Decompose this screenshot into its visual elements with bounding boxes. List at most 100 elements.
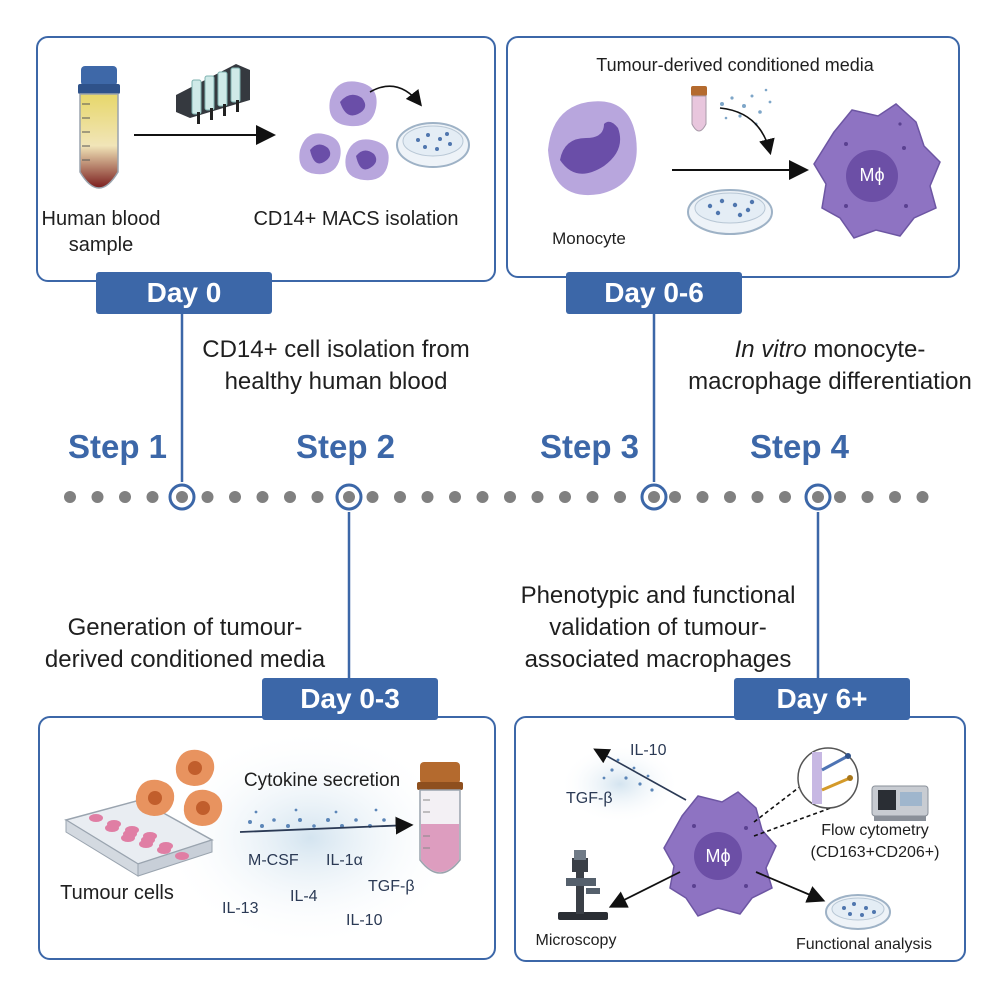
- cytokine-secretion-label: Cytokine secretion: [243, 770, 401, 791]
- day-badge-step3: Day 0-6: [566, 272, 742, 314]
- petri-dish-icon-3: [825, 894, 891, 930]
- step-label-4: Step 4: [750, 428, 850, 465]
- timeline-dot: [421, 491, 434, 503]
- cytokine-il10: IL-10: [346, 912, 383, 929]
- cytokine-il1a: IL-1α: [326, 852, 363, 869]
- flow-cytometer-icon: [871, 785, 929, 821]
- tumour-cells-label: Tumour cells: [60, 882, 174, 904]
- well: [89, 814, 103, 822]
- monocyte-cells-icon: [299, 81, 389, 181]
- signal-particles: [602, 758, 654, 792]
- timeline-dot: [449, 491, 461, 503]
- step4-description-line1: Phenotypic and functional: [520, 582, 796, 609]
- functional-analysis-label: Functional analysis: [795, 936, 933, 953]
- flow-cytometry-label: Flow cytometry (CD163+CD206+): [790, 820, 960, 864]
- timeline-dot: [146, 491, 159, 503]
- step3-description: In vitro monocyte- macrophage differenti…: [670, 334, 990, 398]
- timeline-dot: [64, 491, 76, 503]
- macrophage-label-2: Mϕ: [705, 846, 731, 866]
- step-label-3: Step 3: [540, 428, 640, 465]
- timeline-dot: [779, 491, 791, 503]
- well: [105, 824, 119, 832]
- timeline-dot: [394, 491, 406, 503]
- cytokine-il13: IL-13: [222, 900, 259, 917]
- timeline-dot: [119, 491, 131, 503]
- timeline-dot: [284, 491, 296, 503]
- conditioned-media-title: Tumour-derived conditioned media: [596, 55, 874, 75]
- step3-description-italic: In vitro: [734, 336, 807, 363]
- cytokine-tgfb: TGF-β: [368, 878, 415, 895]
- step4-description-line2: validation of tumour-: [549, 614, 767, 641]
- step-label-2: Step 2: [296, 428, 396, 465]
- blood-tube-icon: [78, 66, 120, 189]
- step1-description-line1: CD14+ cell isolation from: [202, 336, 470, 363]
- timeline-dot: [256, 491, 269, 503]
- arrow-cytokine-release: [593, 748, 687, 801]
- cytokine-haze: [160, 728, 460, 948]
- well: [139, 840, 153, 848]
- curved-arrow-to-dish: [369, 85, 422, 107]
- macrophage-label: Mϕ: [859, 165, 885, 185]
- microscope-icon: [558, 850, 608, 920]
- signal-il10-label: IL-10: [630, 742, 667, 759]
- media-tube-icon: [691, 86, 707, 132]
- petri-dish-icon: [396, 122, 470, 168]
- step2-description: Generation of tumour- derived conditione…: [30, 612, 340, 676]
- arrow-to-microscopy: [608, 871, 681, 908]
- conditioned-media-tube-icon: [417, 762, 463, 874]
- step1-description: CD14+ cell isolation from healthy human …: [186, 334, 486, 398]
- timeline-dot: [504, 491, 516, 503]
- timeline-dots: [64, 491, 929, 503]
- blood-sample-label-line1: Human blood: [41, 208, 161, 230]
- timeline-dot: [201, 491, 214, 503]
- well: [157, 846, 171, 854]
- step3-description-line2: macrophage differentiation: [688, 368, 972, 395]
- flow-cytometry-label-line1: Flow cytometry: [821, 822, 929, 839]
- cell-surface-zoom-icon: [797, 747, 859, 809]
- timeline-dot: [229, 491, 241, 503]
- step4-description: Phenotypic and functional validation of …: [498, 580, 818, 676]
- day-badge-step4: Day 6+: [734, 678, 910, 720]
- petri-dish-icon-2: [687, 189, 773, 235]
- timeline-dot: [586, 491, 599, 503]
- timeline-dot: [476, 491, 489, 503]
- well: [175, 852, 189, 860]
- step4-description-line3: associated macrophages: [524, 646, 792, 673]
- step1-description-line2: healthy human blood: [224, 368, 448, 395]
- timeline-dot: [861, 491, 874, 503]
- timeline-dot: [614, 491, 626, 503]
- step-label-1: Step 1: [68, 428, 168, 465]
- macrophage-icon-2: [663, 791, 777, 917]
- timeline-dot: [916, 491, 929, 503]
- well: [121, 834, 135, 842]
- monocyte-icon: [548, 101, 637, 196]
- step2-description-line1: Generation of tumour-: [67, 614, 303, 641]
- day-badge-step2: Day 0-3: [262, 678, 438, 720]
- blood-sample-label-line2: sample: [68, 234, 134, 256]
- signal-haze: [560, 744, 680, 824]
- timeline-dot: [531, 491, 544, 503]
- arrow-to-functional: [755, 871, 826, 903]
- step3-description-line1: In vitro monocyte-: [670, 334, 990, 366]
- microscopy-label: Microscopy: [535, 932, 617, 949]
- curved-arrow-media-to-dish: [719, 107, 775, 156]
- signal-tgfb-label: TGF-β: [566, 790, 613, 807]
- timeline-dot: [696, 491, 709, 503]
- cytokine-il4: IL-4: [290, 888, 318, 905]
- day-badge-step1: Day 0: [96, 272, 272, 314]
- zoom-lines: [753, 781, 837, 837]
- step3-description-line1-rest: monocyte-: [806, 336, 926, 363]
- media-droplets: [720, 88, 772, 126]
- timeline-dot: [559, 491, 571, 503]
- blood-sample-label: Human blood sample: [36, 206, 166, 258]
- cytokine-mcsf: M-CSF: [248, 852, 299, 869]
- tumour-cells-icon: [135, 749, 223, 826]
- timeline-dot: [669, 491, 681, 503]
- timeline-dot: [889, 491, 901, 503]
- step2-description-line2: derived conditioned media: [44, 646, 326, 673]
- arrow-secretion: [239, 816, 414, 835]
- timeline-dot: [834, 491, 846, 503]
- timeline-dot: [91, 491, 104, 503]
- macs-separator-icon: [176, 64, 250, 124]
